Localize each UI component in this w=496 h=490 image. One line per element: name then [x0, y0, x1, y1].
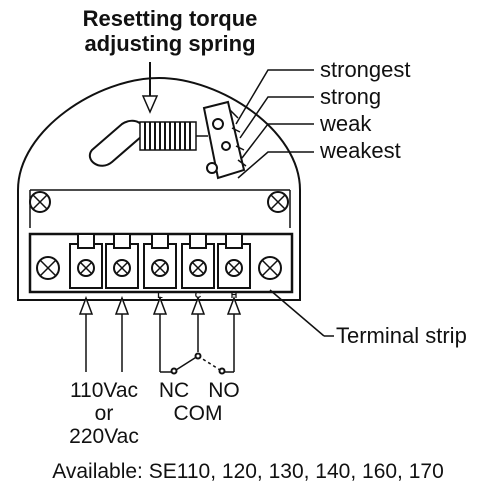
adjust-hole-3	[206, 162, 218, 174]
mark-C: C	[195, 290, 202, 300]
housing-ledge	[29, 189, 291, 228]
terminal-block-H	[217, 233, 251, 289]
adjust-hole-1	[212, 118, 224, 130]
mount-screw-right	[267, 191, 289, 213]
spring-pointer-arrow	[141, 62, 159, 114]
terminal-strip-label: Terminal strip	[336, 323, 467, 348]
title-line-2: adjusting spring	[84, 31, 255, 56]
terminal-block-L	[143, 233, 177, 289]
availability-text: Available: SE110, 120, 130, 140, 160, 17…	[52, 460, 444, 483]
spring-level-leaders	[235, 69, 314, 179]
level-weak: weak	[319, 111, 372, 136]
level-strong: strong	[320, 84, 381, 109]
level-weakest: weakest	[319, 138, 401, 163]
power-wires	[78, 295, 130, 372]
mark-L: L	[157, 290, 163, 300]
terminal-strip-leader	[269, 289, 334, 337]
housing-body	[17, 76, 301, 301]
com-label: COM	[174, 402, 223, 425]
terminal-block-1	[69, 233, 103, 289]
power-label-1: 110Vac	[70, 379, 138, 402]
switch-wires	[152, 295, 242, 375]
terminal-block-C	[181, 233, 215, 289]
torque-spring	[139, 121, 208, 151]
level-strongest: strongest	[320, 57, 411, 82]
cam-slot	[89, 119, 145, 167]
nc-label: NC	[159, 379, 189, 402]
adjustment-bracket	[202, 100, 247, 180]
terminal-end-screw-left	[36, 256, 60, 280]
adjust-hole-2	[221, 141, 231, 151]
title-line-1: Resetting torque	[83, 6, 258, 31]
power-label-3: 220Vac	[69, 425, 139, 448]
terminal-end-screw-right	[258, 256, 282, 280]
terminal-block-2	[105, 233, 139, 289]
power-label-2: or	[95, 402, 114, 425]
no-label: NO	[208, 379, 240, 402]
mount-screw-left	[29, 191, 51, 213]
mark-H: H	[231, 290, 238, 300]
